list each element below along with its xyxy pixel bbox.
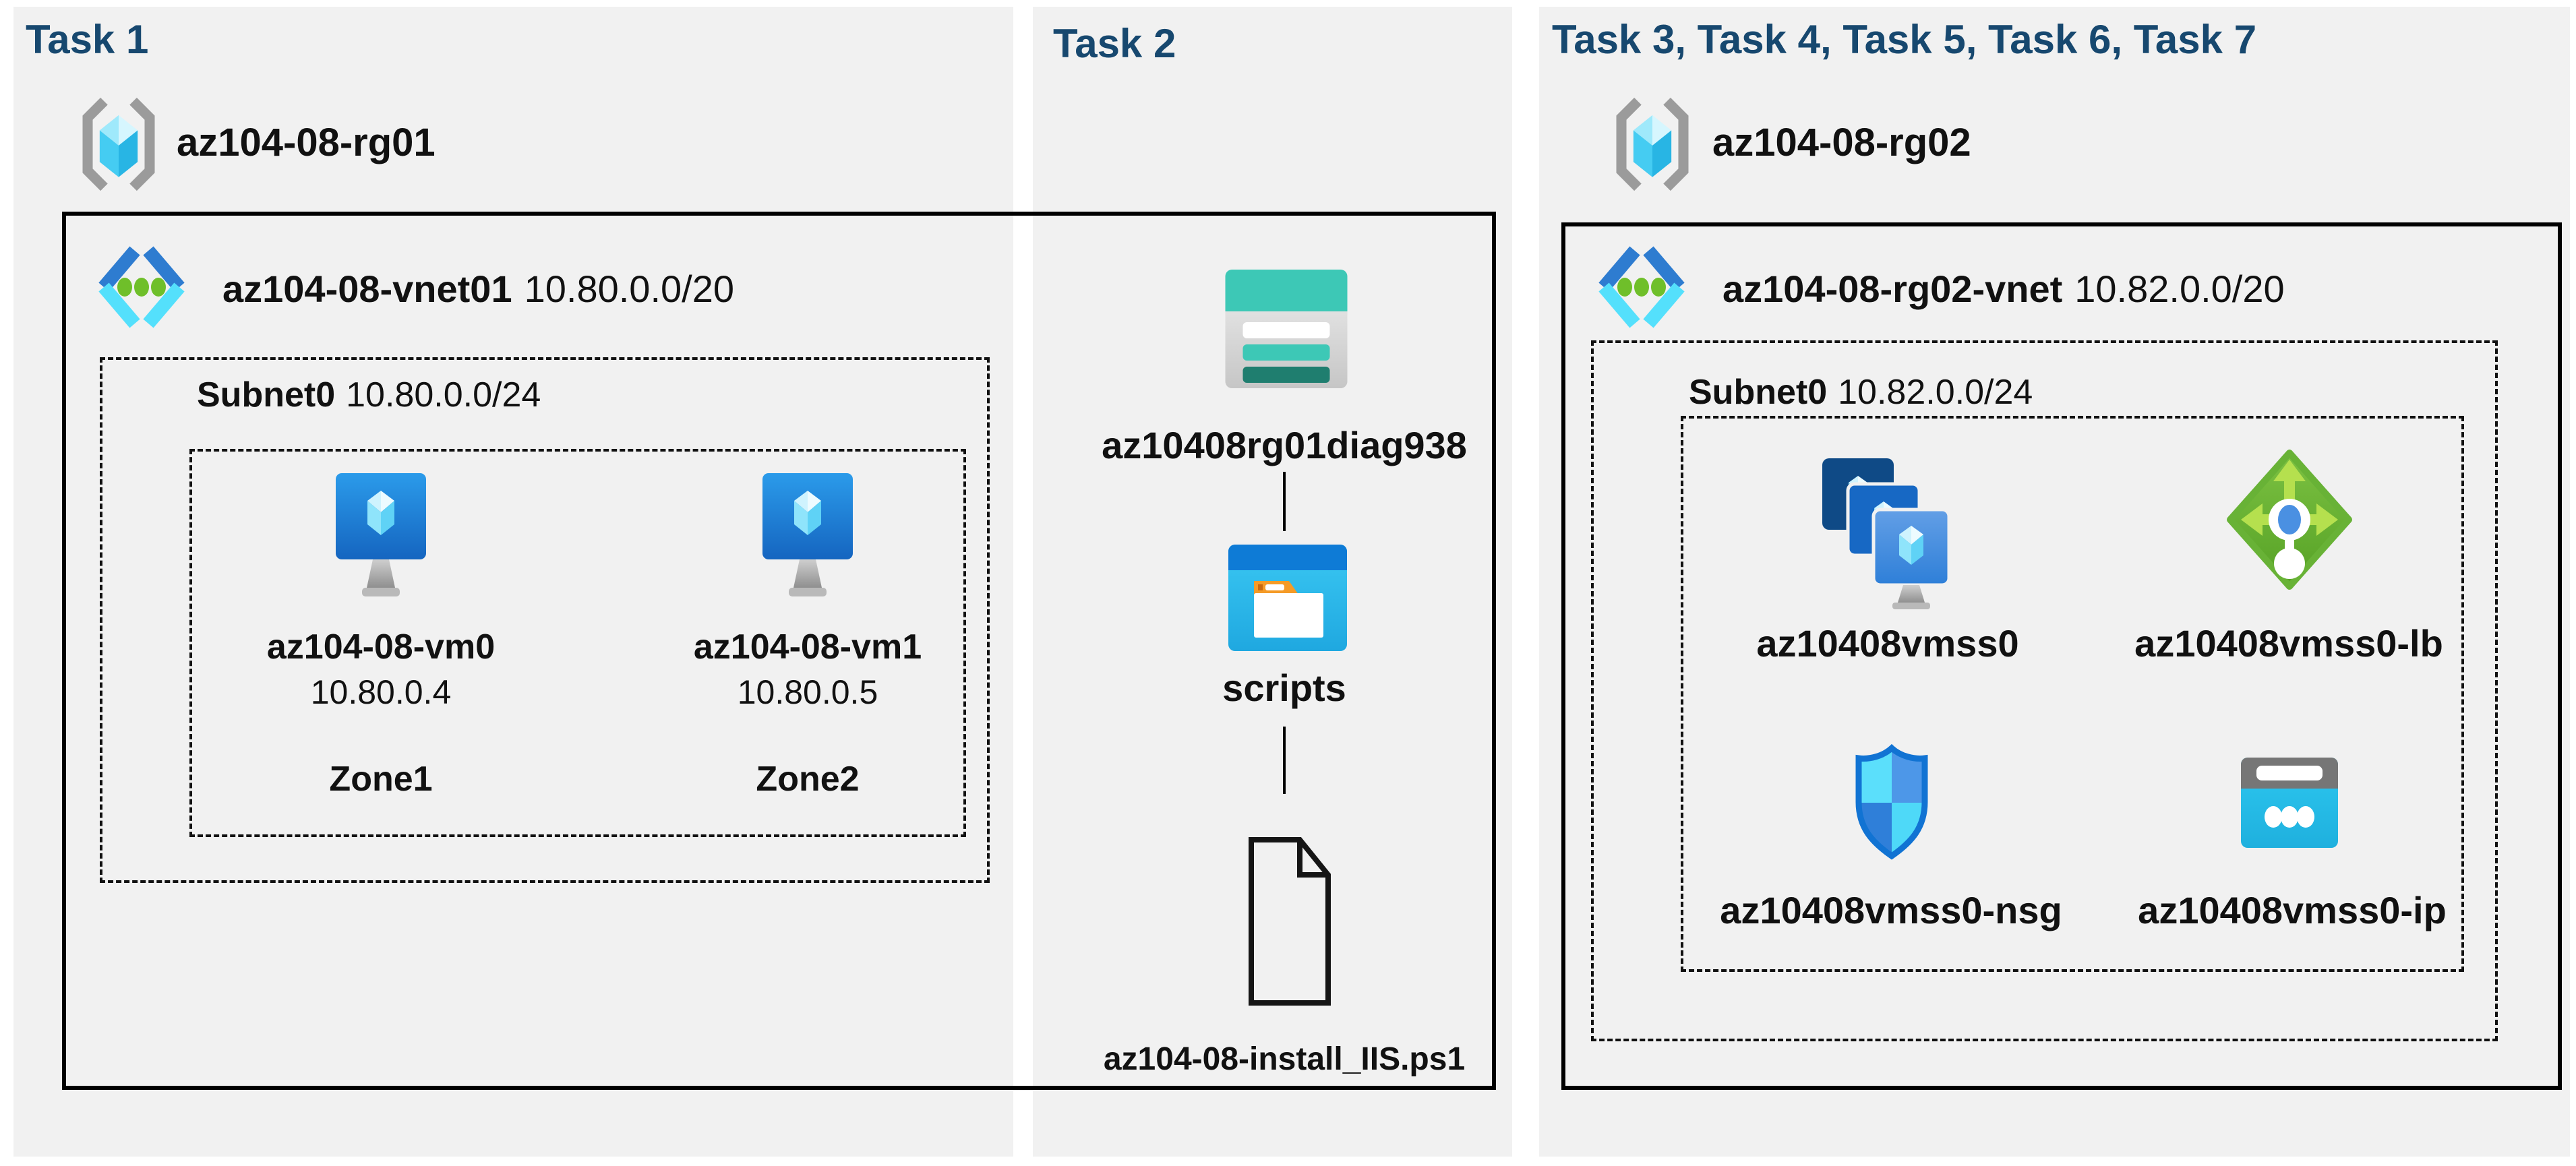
vmss-group-boundary (1681, 416, 2464, 972)
vm0-zone: Zone1 (329, 760, 433, 799)
rg02-vnet-cidr: 10.82.0.0/20 (2074, 268, 2285, 310)
rg01-label: az104-08-rg01 (177, 121, 436, 164)
subnet0-rg02-label: Subnet0 10.82.0.0/24 (1689, 372, 2033, 412)
load-balancer-label: az10408vmss0-lb (2134, 622, 2443, 665)
resource-group-icon (1611, 93, 1694, 195)
vm1-zone: Zone2 (756, 760, 860, 799)
connector-storage-scripts (1283, 472, 1286, 531)
vnet01-cidr: 10.80.0.0/20 (524, 268, 734, 310)
task2-title: Task 2 (1053, 21, 1176, 66)
subnet0-rg02-boundary (1591, 340, 2498, 1041)
scripts-container-label: scripts (1222, 667, 1346, 709)
virtual-network-icon (1594, 237, 1689, 337)
load-balancer-icon (2225, 448, 2354, 592)
rg02-vnet-name: az104-08-rg02-vnet (1723, 268, 2063, 310)
vm0-name: az104-08-vm0 (266, 627, 496, 667)
vmss-icon (1817, 453, 1958, 609)
vm-group-boundary (189, 449, 966, 837)
task1-title: Task 1 (26, 17, 149, 62)
rg02-label: az104-08-rg02 (1712, 121, 1971, 164)
connector-scripts-file (1283, 727, 1286, 794)
rg02-vnet-boundary (1561, 222, 2562, 1090)
subnet0-rg02-name: Subnet0 (1689, 373, 1828, 412)
resource-group-icon (78, 93, 160, 195)
nsg-shield-icon (1849, 743, 1935, 863)
vnet01-boundary (62, 212, 1496, 1090)
storage-account-label: az10408rg01diag938 (1102, 424, 1467, 466)
folder-icon (1227, 543, 1348, 652)
vnet01-name: az104-08-vnet01 (222, 268, 512, 310)
task1-panel (13, 7, 1013, 1157)
rg02-vnet-label: az104-08-rg02-vnet 10.82.0.0/20 (1723, 267, 2285, 311)
virtual-network-icon (94, 237, 189, 337)
subnet0-name: Subnet0 (197, 375, 336, 415)
public-ip-label: az10408vmss0-ip (2138, 889, 2447, 931)
file-icon (1246, 834, 1334, 1008)
public-ip-icon (2238, 755, 2341, 851)
vm0-ip: 10.80.0.4 (310, 673, 452, 711)
task3-7-title: Task 3, Task 4, Task 5, Task 6, Task 7 (1552, 17, 2257, 62)
subnet0-rg01-boundary (100, 357, 990, 883)
storage-account-icon (1224, 268, 1349, 390)
vm-icon (757, 470, 858, 603)
subnet0-rg02-cidr: 10.82.0.0/24 (1838, 373, 2033, 412)
vm1-ip: 10.80.0.5 (737, 673, 878, 711)
subnet0-cidr: 10.80.0.0/24 (346, 375, 541, 415)
vnet01-label: az104-08-vnet01 10.80.0.0/20 (222, 267, 734, 311)
vm1-name: az104-08-vm1 (693, 627, 922, 667)
nsg-label: az10408vmss0-nsg (1720, 889, 2062, 931)
task3-7-panel (1539, 7, 2570, 1157)
vm-icon (330, 470, 431, 603)
install-iis-script-label: az104-08-install_IIS.ps1 (1103, 1041, 1466, 1077)
vmss-label: az10408vmss0 (1756, 622, 2019, 665)
